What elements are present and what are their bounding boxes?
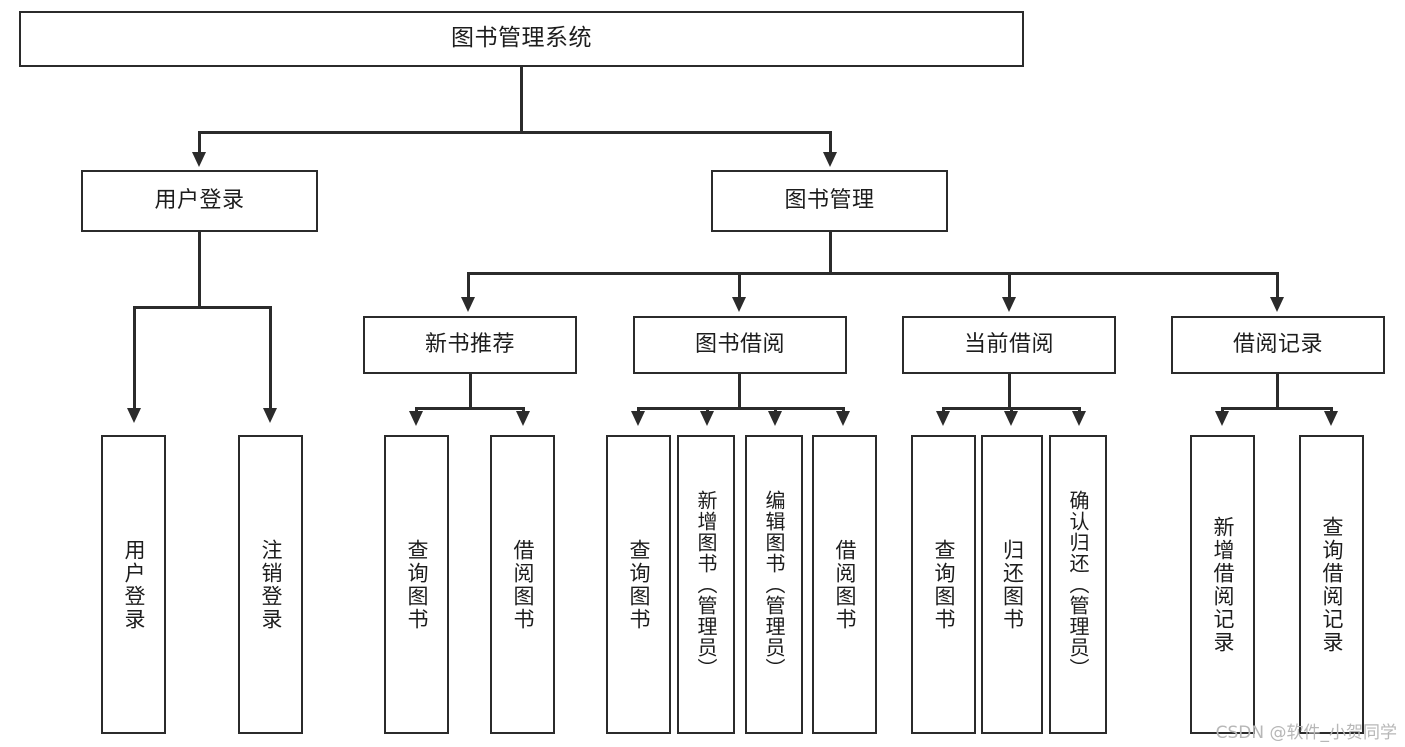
leaf-query-book-newbook[interactable]: 查询图书 [384, 435, 449, 734]
node-label: 图书管理 [784, 187, 875, 213]
arrowhead-level2-2 [823, 152, 837, 167]
connector-userlogin-drop-2 [269, 306, 272, 410]
arrowhead-newbook-1 [409, 411, 423, 426]
connector-level3-drop-3 [1008, 272, 1011, 299]
connector-level2-drop-2 [829, 131, 832, 154]
leaf-add-book-admin[interactable]: 新增图书（管理员） [677, 435, 735, 734]
node-user-login[interactable]: 用户登录 [81, 170, 318, 232]
connector-level3-drop-1 [467, 272, 470, 299]
arrowhead-level3-2 [732, 297, 746, 312]
connector-userlogin-stem [198, 232, 201, 309]
node-label: 查询图书 [627, 538, 651, 631]
connector-bookborrow-drop-3 [774, 407, 777, 413]
node-label: 新增借阅记录 [1211, 515, 1235, 654]
connector-bookborrow-stem [738, 374, 741, 410]
node-label: 查询图书 [405, 538, 429, 631]
connector-userlogin-bus [133, 306, 272, 309]
connector-level3-drop-4 [1276, 272, 1279, 299]
node-current-borrow[interactable]: 当前借阅 [902, 316, 1116, 374]
leaf-borrow-book[interactable]: 借阅图书 [812, 435, 877, 734]
connector-bookborrow-drop-4 [842, 407, 845, 413]
connector-borrowrecord-bus [1221, 407, 1333, 410]
connector-bookborrow-drop-1 [637, 407, 640, 413]
connector-newbook-drop-1 [415, 407, 418, 413]
arrowhead-currentborrow-2 [1004, 411, 1018, 426]
leaf-query-book-current[interactable]: 查询图书 [911, 435, 976, 734]
connector-newbook-drop-2 [522, 407, 525, 413]
leaf-borrow-book-newbook[interactable]: 借阅图书 [490, 435, 555, 734]
connector-currentborrow-drop-2 [1010, 407, 1013, 413]
node-label: 注销登录 [259, 538, 283, 631]
arrowhead-level3-4 [1270, 297, 1284, 312]
arrowhead-userlogin-2 [263, 408, 277, 423]
arrowhead-level3-3 [1002, 297, 1016, 312]
connector-root-stem [520, 67, 523, 131]
arrowhead-bookborrow-3 [768, 411, 782, 426]
connector-bookmgmt-stem [829, 232, 832, 274]
connector-userlogin-drop-1 [133, 306, 136, 410]
arrowhead-level2-1 [192, 152, 206, 167]
arrowhead-bookborrow-2 [700, 411, 714, 426]
leaf-add-borrow-record[interactable]: 新增借阅记录 [1190, 435, 1255, 734]
connector-borrowrecord-drop-1 [1221, 407, 1224, 413]
connector-newbook-bus [415, 407, 525, 410]
node-label: 借阅图书 [511, 538, 535, 631]
connector-currentborrow-drop-1 [942, 407, 945, 413]
connector-borrowrecord-stem [1276, 374, 1279, 410]
arrowhead-level3-1 [461, 297, 475, 312]
node-label: 新增图书（管理员） [694, 490, 718, 679]
leaf-user-login[interactable]: 用户登录 [101, 435, 166, 734]
arrowhead-currentborrow-1 [936, 411, 950, 426]
connector-currentborrow-drop-3 [1078, 407, 1081, 413]
node-root-system[interactable]: 图书管理系统 [19, 11, 1024, 67]
arrowhead-newbook-2 [516, 411, 530, 426]
connector-level2-drop-1 [198, 131, 201, 154]
node-label: 查询图书 [932, 538, 956, 631]
arrowhead-bookborrow-1 [631, 411, 645, 426]
node-label: 借阅图书 [833, 538, 857, 631]
leaf-logout[interactable]: 注销登录 [238, 435, 303, 734]
node-label: 图书借阅 [694, 331, 785, 357]
arrowhead-userlogin-1 [127, 408, 141, 423]
connector-bookborrow-bus [637, 407, 844, 410]
connector-currentborrow-stem [1008, 374, 1011, 410]
node-new-book-recommend[interactable]: 新书推荐 [363, 316, 577, 374]
connector-bookborrow-drop-2 [706, 407, 709, 413]
leaf-edit-book-admin[interactable]: 编辑图书（管理员） [745, 435, 803, 734]
connector-newbook-stem [469, 374, 472, 410]
leaf-query-book-borrow[interactable]: 查询图书 [606, 435, 671, 734]
arrowhead-borrowrecord-1 [1215, 411, 1229, 426]
node-label: 当前借阅 [963, 331, 1054, 357]
leaf-confirm-return-admin[interactable]: 确认归还（管理员） [1049, 435, 1107, 734]
arrowhead-currentborrow-3 [1072, 411, 1086, 426]
node-label: 确认归还（管理员） [1066, 490, 1090, 679]
node-label: 编辑图书（管理员） [762, 490, 786, 679]
node-book-borrow[interactable]: 图书借阅 [633, 316, 847, 374]
node-label: 用户登录 [122, 538, 146, 631]
arrowhead-bookborrow-4 [836, 411, 850, 426]
connector-level3-bus [467, 272, 1279, 275]
node-label: 用户登录 [154, 187, 245, 213]
node-label: 图书管理系统 [451, 25, 592, 52]
arrowhead-borrowrecord-2 [1324, 411, 1338, 426]
leaf-query-borrow-record[interactable]: 查询借阅记录 [1299, 435, 1364, 734]
node-label: 查询借阅记录 [1320, 515, 1344, 654]
node-borrow-record[interactable]: 借阅记录 [1171, 316, 1385, 374]
connector-borrowrecord-drop-2 [1330, 407, 1333, 413]
node-label: 借阅记录 [1232, 331, 1323, 357]
connector-level3-drop-2 [738, 272, 741, 299]
connector-level2-bus [198, 131, 832, 134]
node-book-management[interactable]: 图书管理 [711, 170, 948, 232]
node-label: 归还图书 [1000, 538, 1025, 631]
node-label: 新书推荐 [424, 331, 515, 357]
leaf-return-book[interactable]: 归还图书 [981, 435, 1043, 734]
